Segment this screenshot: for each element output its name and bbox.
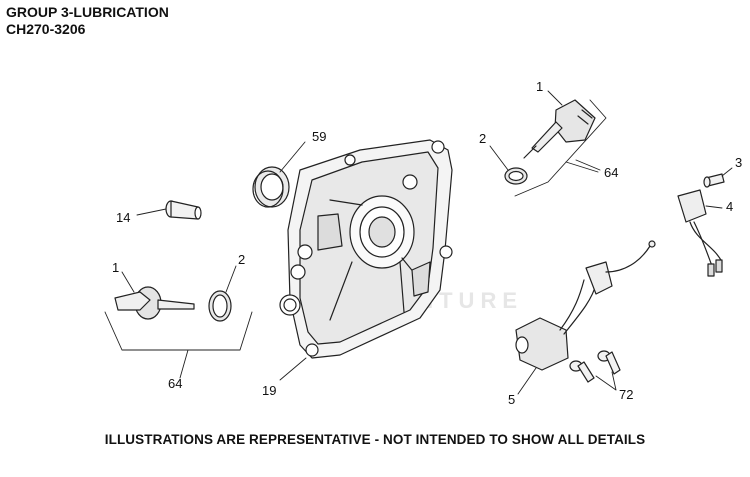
bolt-14[interactable]: [165, 200, 202, 220]
callout-59: 59: [312, 129, 327, 144]
callout-14: 14: [116, 210, 131, 225]
oil-seal[interactable]: [252, 166, 290, 208]
callout-1-top: 1: [536, 79, 544, 94]
oil-sensor[interactable]: [677, 189, 723, 277]
leader-lines: [121, 90, 733, 395]
dipstick-left[interactable]: [114, 286, 195, 320]
o-ring-left[interactable]: [208, 290, 232, 322]
callout-64-left: 64: [168, 376, 183, 391]
callout-2-top: 2: [479, 131, 487, 146]
callout-5: 5: [508, 392, 516, 407]
bolts-72[interactable]: [569, 350, 621, 383]
diagram-title: GROUP 3-LUBRICATION: [6, 4, 169, 20]
kit-bracket-left: [104, 311, 253, 379]
o-ring-top[interactable]: [504, 167, 528, 185]
callout-72: 72: [619, 387, 634, 402]
callout-1-left: 1: [112, 260, 120, 275]
disclaimer-text: ILLUSTRATIONS ARE REPRESENTATIVE - NOT I…: [104, 432, 646, 447]
callout-19: 19: [262, 383, 277, 398]
callout-64-top: 64: [604, 165, 619, 180]
crankcase-cover[interactable]: [279, 139, 453, 359]
dipstick-top[interactable]: [523, 99, 596, 159]
callout-4: 4: [726, 199, 734, 214]
oil-switch[interactable]: [515, 240, 656, 371]
callout-3: 3: [735, 155, 743, 170]
model-number: CH270-3206: [6, 21, 86, 37]
kit-bracket-top: [514, 99, 607, 197]
screw-3[interactable]: [703, 173, 725, 188]
callout-2-left: 2: [238, 252, 246, 267]
